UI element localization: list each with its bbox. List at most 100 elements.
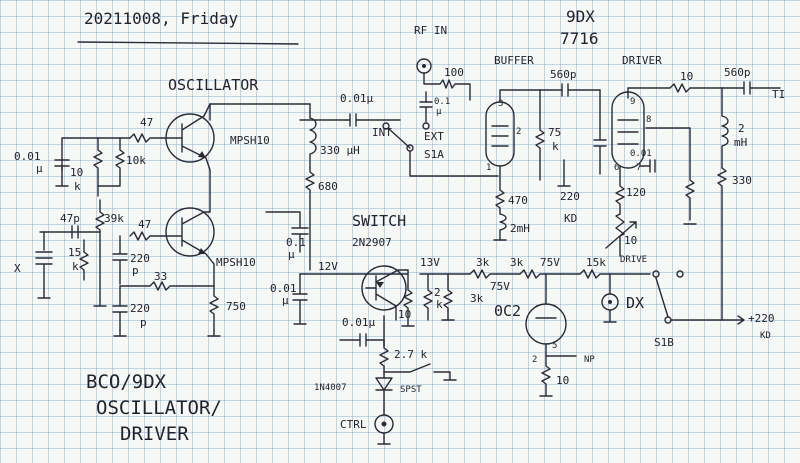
cap-220-a-unit: p	[132, 264, 139, 277]
resistor-47-a	[129, 133, 163, 143]
resistor-10k-b	[97, 137, 125, 187]
rf-in-pin	[422, 64, 426, 68]
s1b-contact-right	[676, 270, 684, 278]
r10-top-label: 10	[680, 70, 693, 83]
ground-symbols	[37, 177, 415, 337]
tube-title: 9DX	[566, 7, 595, 26]
q1-label: MPSH10	[230, 134, 270, 147]
r27k-label: 2.7 k	[394, 348, 427, 361]
resistor-2k-a	[419, 273, 471, 321]
driver-heading: DRIVER	[622, 54, 662, 67]
r10k-b-unit: k	[74, 180, 81, 193]
switch-s1a	[387, 127, 499, 177]
oc2-pin2: 2	[532, 355, 537, 365]
s1b-label: S1B	[654, 336, 674, 349]
buffer-ground	[557, 159, 571, 187]
cap-560p-b	[721, 81, 781, 95]
ext-contact	[422, 122, 430, 130]
r2k-a-label: 2	[434, 286, 441, 299]
diode-1n4007	[375, 371, 393, 411]
cap-0-1	[265, 211, 309, 253]
cap-0-1-label: 0.1	[286, 236, 306, 249]
driver-pin8: 8	[646, 115, 651, 125]
cap-01-ext-label: 0.1	[434, 97, 450, 107]
cap-top-left	[54, 159, 70, 179]
inductor-2mh-a	[493, 213, 507, 241]
switch-emitter-arrow	[376, 282, 384, 288]
cap-0-1-ext	[419, 91, 433, 123]
cap-001-int-label: 0.01μ	[340, 92, 373, 105]
q1-emitter-arrow	[198, 151, 206, 158]
buffer-bypass	[593, 89, 607, 175]
driver-pin7: 7	[636, 163, 641, 173]
switch-spst	[383, 363, 457, 381]
driver-tube	[611, 91, 645, 169]
oc2-leads	[535, 273, 557, 357]
note-line3: DRIVER	[120, 423, 189, 445]
driver-screen-resistor	[645, 127, 697, 225]
dx-label: DX	[626, 294, 644, 312]
resistor-10k-a	[93, 137, 103, 197]
l330-label: 330 μH	[320, 144, 360, 157]
resistor-3k-c	[519, 269, 561, 279]
cap-001u-label: 0.01μ	[342, 316, 375, 329]
resistor-10-oc2	[539, 355, 577, 397]
cap-220-a	[112, 235, 128, 285]
cap-560p-b-label: 560p	[724, 66, 751, 79]
q1-leads	[161, 103, 311, 171]
cap-560p-a-label: 560p	[550, 68, 577, 81]
tube-number: 7716	[560, 29, 599, 48]
cap-0-01-int	[299, 113, 401, 127]
dx-wires	[603, 273, 617, 323]
resistor-75k	[535, 89, 545, 181]
date-title: 20211008, Friday	[84, 9, 238, 28]
l2mh-b-unit: mH	[734, 136, 747, 149]
cap-0-1-unit: μ	[288, 248, 295, 261]
r680-label: 680	[318, 180, 338, 193]
rf-in-label: RF IN	[414, 24, 447, 37]
cap-220-b	[112, 285, 128, 331]
cap-47p-label: 47p	[60, 212, 80, 225]
q2-emitter-arrow	[198, 248, 206, 254]
resistor-680	[305, 167, 315, 271]
b-plus-label: +220	[748, 312, 775, 325]
cap-220-a-label: 220	[130, 252, 150, 265]
r10-sw-label: 10	[398, 308, 411, 321]
b-plus-unit: KD	[760, 331, 771, 341]
oc2-pin5: 5	[552, 341, 557, 351]
ctrl-wires	[377, 409, 391, 445]
cap-560p-a	[561, 83, 601, 97]
wire-osc-top	[61, 137, 131, 171]
r330-label: 330	[732, 174, 752, 187]
driver-tube-grids	[617, 119, 639, 145]
crystal-label: X	[14, 262, 21, 275]
resistor-120	[615, 165, 625, 215]
r33-label: 33	[154, 270, 167, 283]
r750-label: 750	[226, 300, 246, 313]
resistor-3k-a	[441, 273, 455, 321]
resistor-750	[209, 263, 219, 331]
oc2-np: NP	[584, 355, 595, 365]
resistor-39k	[95, 199, 105, 301]
kd-a-label: KD	[564, 212, 577, 225]
resistor-100	[423, 72, 471, 101]
q2-label: MPSH10	[216, 256, 256, 269]
r15k-unit: k	[72, 260, 79, 273]
v12-label: 12V	[318, 260, 338, 273]
switch-transistor-leads	[365, 269, 409, 321]
r39k-label: 39k	[104, 212, 124, 225]
cap-220-b-label: 220	[130, 302, 150, 315]
int-contact	[382, 122, 390, 130]
r75k-unit: k	[552, 140, 559, 153]
resistor-3k-b	[469, 269, 521, 279]
r10k-a-label: 10k	[126, 154, 146, 167]
driver-pin9: 9	[630, 97, 635, 107]
v75-label: 75V	[540, 256, 560, 269]
inductor-330uh	[309, 117, 317, 169]
s1b-contact-top	[652, 270, 660, 278]
r3k-a-label: 3k	[470, 292, 484, 305]
dx-jack-pin	[608, 300, 612, 304]
inductor-2mh-b	[721, 87, 729, 169]
